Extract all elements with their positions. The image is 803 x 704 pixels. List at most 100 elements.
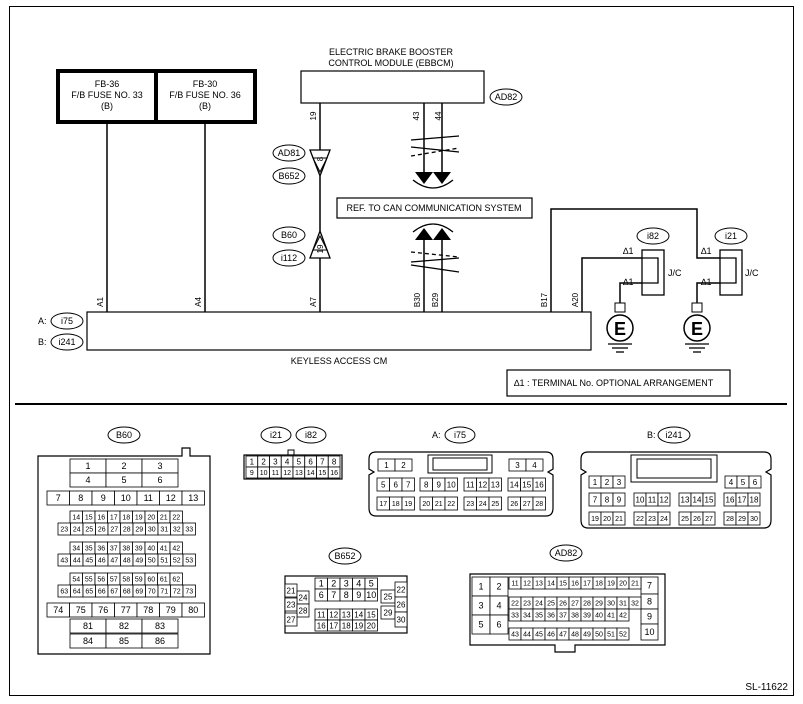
pin-number: 50 xyxy=(148,558,156,565)
pin-number: 72 xyxy=(173,589,181,596)
arrow-up-right xyxy=(433,228,451,240)
pin-number: 5 xyxy=(381,480,386,489)
pin-number: 12 xyxy=(523,581,531,588)
connector-i75-shell xyxy=(368,451,554,517)
pin-number: 17 xyxy=(583,581,591,588)
badge-b60-face-label: B60 xyxy=(116,430,132,440)
pin-number: 4 xyxy=(496,601,501,611)
pin-cell xyxy=(364,619,378,632)
pin-number: 15 xyxy=(318,470,326,477)
module-title-line1: ELECTRIC BRAKE BOOSTER xyxy=(329,47,454,57)
pin-number: 15 xyxy=(522,480,531,489)
fuse2-line1: FB-30 xyxy=(193,79,218,89)
pin-number: 11 xyxy=(511,581,518,588)
pin-number: 76 xyxy=(98,605,108,615)
wire-ground-right xyxy=(696,282,720,303)
arrow-down-left xyxy=(415,172,433,184)
pin-number: 51 xyxy=(160,558,168,565)
pin-number: 13 xyxy=(295,470,303,477)
pin-cell xyxy=(628,596,642,610)
pin-cell xyxy=(616,627,630,641)
pin-number: 23 xyxy=(523,601,531,608)
pin-number: 22 xyxy=(511,601,519,608)
splice-top-pin: 8 xyxy=(316,156,325,161)
pin-cell xyxy=(532,477,546,492)
pin-number: 26 xyxy=(397,600,406,609)
pin-number: 34 xyxy=(72,546,80,553)
pin-number: 58 xyxy=(122,577,130,584)
pin-number: 20 xyxy=(422,501,430,508)
pin-number: 13 xyxy=(491,480,500,489)
pin-number: 15 xyxy=(367,610,376,619)
pin-cell xyxy=(612,475,626,489)
ground-left-icon xyxy=(606,314,634,342)
pin-number: 35 xyxy=(85,546,93,553)
badge-i112-label: i112 xyxy=(281,253,297,263)
pin-number: 19 xyxy=(591,516,599,523)
pin-number: 23 xyxy=(287,600,296,609)
pin-number: 21 xyxy=(615,516,623,523)
pin-number: 30 xyxy=(607,601,615,608)
pin-number: 50 xyxy=(595,632,603,639)
pin-number: 25 xyxy=(384,592,393,601)
pin-number: 13 xyxy=(342,610,351,619)
pin-number: 14 xyxy=(510,480,519,489)
pin-number: 5 xyxy=(741,478,746,487)
pin-number: 25 xyxy=(681,516,689,523)
badge-i82-face-label: i82 xyxy=(305,430,317,440)
pin-number: 10 xyxy=(447,480,456,489)
pin-number: 24 xyxy=(479,501,487,508)
keyless-access-cm: KEYLESS ACCESS CM A: i75 B: i241 A1 A4 A… xyxy=(38,292,592,366)
pin-number: 36 xyxy=(547,613,555,620)
ground-right-lug xyxy=(691,302,703,313)
pin-number: 11 xyxy=(317,610,326,619)
pin-number: 20 xyxy=(603,516,611,523)
pin-number: 40 xyxy=(147,546,155,553)
pin-number: 16 xyxy=(317,621,326,630)
pin-cell xyxy=(657,492,671,507)
pin-number: 12 xyxy=(283,470,291,477)
can-ref-box xyxy=(336,197,533,219)
pin-number: 10 xyxy=(644,627,654,637)
pin-number: 13 xyxy=(188,493,198,503)
pin-number: 77 xyxy=(121,605,131,615)
pin-number: 8 xyxy=(605,495,610,504)
pin-number: 7 xyxy=(593,495,598,504)
badge-b60-label: B60 xyxy=(281,230,297,240)
pin-number: 23 xyxy=(466,501,474,508)
pin-number: 29 xyxy=(384,608,393,617)
arrow-down-right xyxy=(433,172,451,184)
pin-number: 25 xyxy=(491,501,499,508)
pin-number: 85 xyxy=(119,636,129,646)
pin-number: 27 xyxy=(287,615,296,624)
pin-number: 6 xyxy=(157,475,162,485)
badge-i82 xyxy=(636,227,670,245)
connector-i241-prefix: B: xyxy=(647,430,656,440)
pin-number: 49 xyxy=(583,632,591,639)
pin-cell xyxy=(182,522,196,536)
pin-number: 10 xyxy=(121,493,131,503)
module-connector-id: AD82 xyxy=(495,92,518,102)
pin-number: 5 xyxy=(478,620,483,630)
pin-number: 66 xyxy=(98,589,106,596)
diagram-code: SL-11622 xyxy=(745,682,788,693)
pin-number: 8 xyxy=(332,457,337,466)
pin-number: 39 xyxy=(583,613,591,620)
pin-number: 53 xyxy=(185,558,193,565)
pin-number: 49 xyxy=(135,558,143,565)
pin-number: 30 xyxy=(397,615,406,624)
pin-cell xyxy=(488,477,502,492)
twist-line xyxy=(410,264,460,273)
twist-line xyxy=(410,147,460,157)
fuse2-line2: F/B FUSE NO. 36 xyxy=(169,90,241,100)
pin-number: 75 xyxy=(76,605,86,615)
pin-cell xyxy=(296,603,310,618)
pin-number: 32 xyxy=(631,601,639,608)
cm-box xyxy=(86,311,592,351)
badge-b652-label: B652 xyxy=(278,171,299,181)
pin-number: 70 xyxy=(148,589,156,596)
cm-pin-b29: B29 xyxy=(431,292,440,307)
pin-number: 6 xyxy=(496,620,501,630)
splice-top: 8 AD81 B652 xyxy=(272,144,331,185)
pin-number: 36 xyxy=(97,546,105,553)
